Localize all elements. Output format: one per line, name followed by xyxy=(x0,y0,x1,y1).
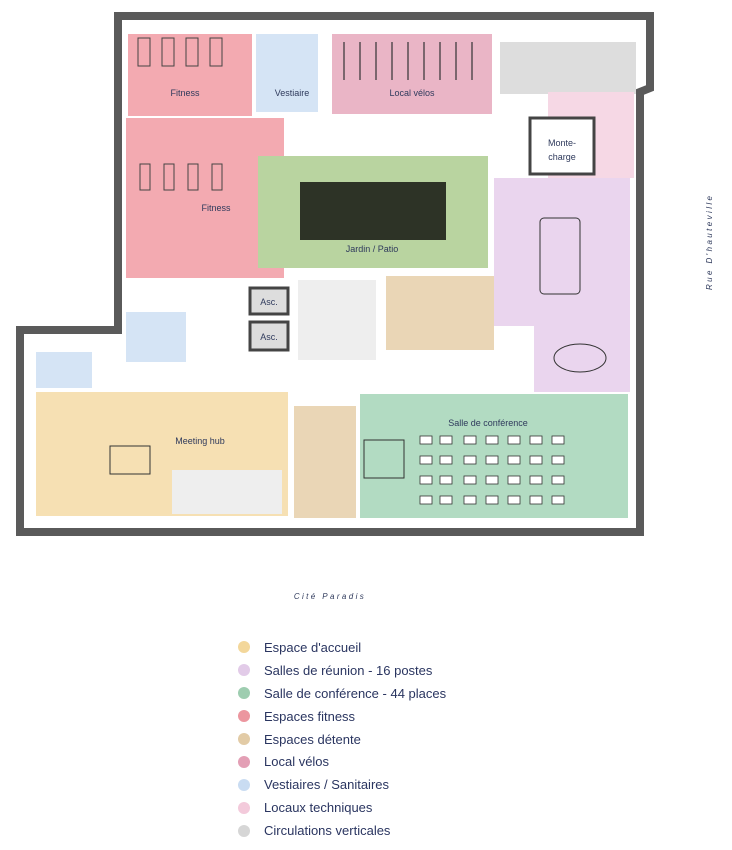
label-vestiaire: Vestiaire xyxy=(275,88,310,98)
legend-swatch xyxy=(238,755,250,768)
legend-swatch xyxy=(238,687,250,700)
legend-swatch xyxy=(238,664,250,677)
label-fitness-top: Fitness xyxy=(170,88,200,98)
fitness-room-top[interactable] xyxy=(128,34,252,116)
bike-racks xyxy=(343,42,473,80)
stair-top-right xyxy=(500,42,636,94)
local-velos-room[interactable] xyxy=(332,34,492,114)
street-label-bottom: Cité Paradis xyxy=(293,592,367,601)
legend-item: Circulations verticales xyxy=(238,819,558,842)
legend-item: Locaux techniques xyxy=(238,796,558,819)
fitness-room-main[interactable] xyxy=(126,118,284,278)
reunion-room-small[interactable] xyxy=(534,326,630,392)
fitness-equipment xyxy=(137,37,223,191)
legend-label: Espaces détente xyxy=(264,731,361,747)
label-monte-charge-2: charge xyxy=(548,152,576,162)
meeting-tables xyxy=(109,217,607,479)
spiral-stair xyxy=(298,280,376,360)
asc-1[interactable] xyxy=(248,286,290,316)
street-label-right: Rue D'hauteville xyxy=(705,193,714,290)
legend-swatch xyxy=(238,778,250,791)
label-jardin: Jardin / Patio xyxy=(346,244,399,254)
label-monte-charge-1: Monte- xyxy=(548,138,576,148)
legend-label: Salle de conférence - 44 places xyxy=(264,685,447,701)
legend-swatch xyxy=(238,801,250,814)
legend-item: Vestiaires / Sanitaires xyxy=(238,773,558,796)
label-asc-1: Asc. xyxy=(260,297,278,307)
legend-label: Salles de réunion - 16 postes xyxy=(264,662,433,678)
legend-label: Circulations verticales xyxy=(264,823,391,839)
legend-label: Espaces fitness xyxy=(264,708,356,724)
label-asc-2: Asc. xyxy=(260,332,278,342)
sanitaire-center[interactable] xyxy=(126,312,186,362)
jardin-planting xyxy=(300,182,446,240)
legend-label: Vestiaires / Sanitaires xyxy=(264,777,390,793)
legend-item: Espace d'accueil xyxy=(238,636,558,659)
stair-bottom-center xyxy=(294,406,356,518)
asc-2[interactable] xyxy=(248,320,290,352)
sanitaire-left[interactable] xyxy=(36,352,92,388)
conference-seats xyxy=(419,435,565,505)
legend-label: Local vélos xyxy=(264,754,330,770)
legend-item: Salle de conférence - 44 places xyxy=(238,682,558,705)
label-fitness-main: Fitness xyxy=(201,203,231,213)
legend-swatch xyxy=(238,824,250,837)
legend-item: Espaces détente xyxy=(238,728,558,751)
legend-item: Espaces fitness xyxy=(238,705,558,728)
legend-swatch xyxy=(238,641,250,654)
detente-room[interactable] xyxy=(386,276,494,350)
label-salle-conference: Salle de conférence xyxy=(448,418,528,428)
legend-label: Espace d'accueil xyxy=(264,639,362,655)
floor-plan: Fitness Vestiaire Local vélos Monte- cha… xyxy=(16,12,654,536)
legend-item: Local vélos xyxy=(238,750,558,773)
legend-swatch xyxy=(238,733,250,745)
reunion-room-large[interactable] xyxy=(494,178,630,326)
monte-charge[interactable] xyxy=(528,116,596,176)
stair-meeting-hub xyxy=(172,470,282,514)
label-meeting-hub: Meeting hub xyxy=(175,436,225,446)
legend-swatch xyxy=(238,710,250,723)
legend-item: Salles de réunion - 16 postes xyxy=(238,659,558,682)
label-local-velos: Local vélos xyxy=(389,88,435,98)
vestiaire-room[interactable] xyxy=(256,34,318,112)
legend-label: Locaux techniques xyxy=(264,800,373,816)
